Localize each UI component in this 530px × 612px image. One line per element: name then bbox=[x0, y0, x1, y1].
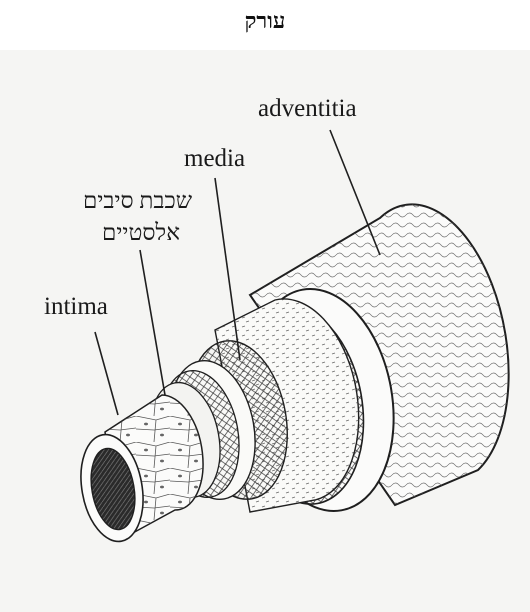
label-elastic-line1: שכבת סיבים bbox=[83, 188, 193, 213]
diagram-title: עורק bbox=[0, 8, 530, 34]
label-intima: intima bbox=[44, 293, 108, 320]
label-elastic-line2: אלסטיים bbox=[102, 220, 180, 245]
artery-diagram: adventitia media שכבת סיבים אלסטיים inti… bbox=[0, 50, 530, 612]
label-adventitia: adventitia bbox=[258, 95, 357, 122]
label-media: media bbox=[184, 145, 245, 172]
